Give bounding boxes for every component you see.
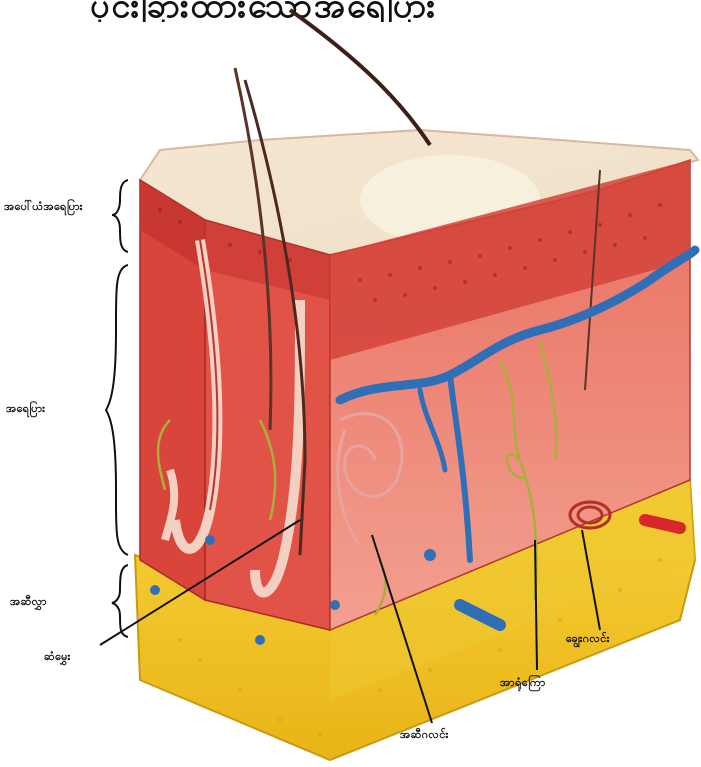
label-hair: ဆံမွှေး	[44, 650, 71, 666]
layer-brackets	[106, 180, 128, 637]
artery-segment	[645, 520, 680, 528]
bracket-dermis	[106, 265, 128, 555]
label-dermis: အရေပြား	[6, 402, 45, 418]
label-nerve: အာရုံကြော	[500, 676, 546, 692]
label-sebaceous-gland: အဆီဂလင်း	[400, 728, 449, 744]
bracket-subcutis	[112, 565, 128, 637]
label-sweat-gland: ချွေးဂလင်း	[566, 632, 610, 648]
label-epidermis: အပေါ်ယံအရေပြား	[4, 200, 83, 216]
label-subcutis: အဆီလွှာ	[10, 595, 47, 611]
bracket-epidermis	[112, 180, 128, 252]
hair-shaft-3	[290, 10, 430, 145]
